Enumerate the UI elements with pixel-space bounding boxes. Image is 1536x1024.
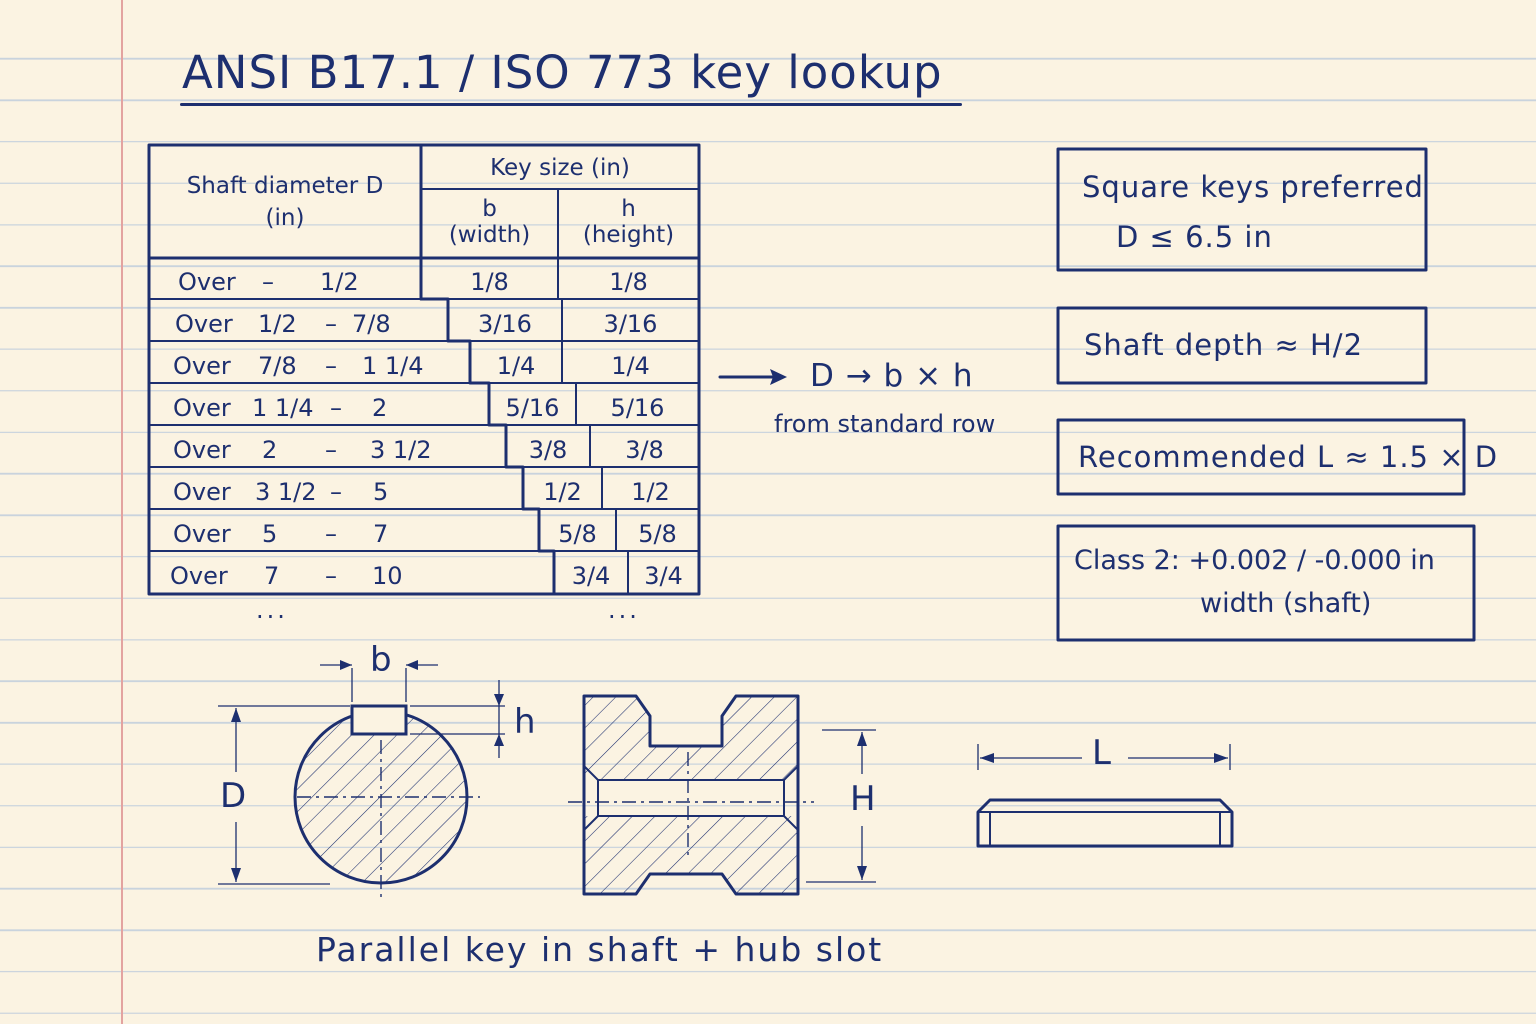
table-ellipsis-right: ... [608,596,640,624]
row-1-b: 1/8 [470,268,509,296]
col-h-sub: (height) [582,222,675,248]
shaft-diameter-header-line2: (in) [265,205,305,231]
row-7-dash: – [325,520,337,548]
label-h: h [514,702,536,742]
row-4-b: 5/16 [505,394,560,422]
col-h-header: h (height) [558,196,699,248]
note-box-square-keys [1056,147,1428,272]
row-8-b: 3/4 [571,562,611,590]
row-8-to: 10 [372,562,403,590]
row-3-to: 1 1/4 [362,352,424,380]
row-1-over: Over [178,268,236,296]
row-3-from: 7/8 [258,352,297,380]
row-4-from: 1 1/4 [252,394,314,422]
row-7-b: 5/8 [558,520,597,548]
title-underline [180,103,962,106]
page-title: ANSI B17.1 / ISO 773 key lookup [182,46,943,99]
row-8-over: Over [170,562,228,590]
note-shaft-depth: Shaft depth ≈ H/2 [1084,328,1364,362]
row-3-dash: – [325,352,337,380]
row-6-dash: – [330,478,342,506]
mapping-formula: D → b × h [810,358,974,394]
mapping-subtitle: from standard row [774,410,996,438]
row-6-to: 5 [373,478,389,506]
row-2-b: 3/16 [478,310,532,338]
row-1-to: 1/2 [320,268,359,296]
label-H: H [850,779,876,819]
label-D: D [220,776,247,816]
row-2-h: 3/16 [603,310,658,338]
note-box-class2 [1056,524,1476,642]
note-square-keys-line1: Square keys preferred [1082,170,1424,204]
row-3-over: Over [173,352,231,380]
hub-section [568,694,876,896]
margin-line [121,0,123,1024]
row-5-over: Over [173,436,231,464]
row-7-from: 5 [262,520,278,548]
shaft-section [218,660,505,900]
mapping-arrow [718,369,787,385]
sketch-caption: Parallel key in shaft + hub slot [316,930,884,969]
row-1-from: – [262,268,274,296]
shaft-diameter-header: Shaft diameter D (in) [160,170,410,234]
row-2-dash: – [325,310,337,338]
row-8-from: 7 [264,562,280,590]
key-size-header: Key size (in) [490,155,630,181]
note-square-keys-line2: D ≤ 6.5 in [1116,220,1273,254]
row-3-b: 1/4 [496,352,536,380]
note-class2-line2: width (shaft) [1200,588,1372,619]
note-box-shaft-depth [1056,306,1428,385]
key-table-grid [147,143,701,596]
col-b-header: b (width) [421,196,558,248]
row-4-h: 5/16 [610,394,665,422]
row-1-h: 1/8 [609,268,648,296]
row-5-h: 3/8 [625,436,664,464]
row-7-to: 7 [373,520,389,548]
note-box-recommended-length [1056,418,1466,496]
row-7-over: Over [173,520,231,548]
row-2-from: 1/2 [258,310,297,338]
row-4-over: Over [173,394,231,422]
row-8-h: 3/4 [644,562,683,590]
shaft-diameter-header-line1: Shaft diameter D [186,173,384,199]
row-6-h: 1/2 [631,478,670,506]
row-5-b: 3/8 [528,436,568,464]
row-2-to: 7/8 [352,310,391,338]
col-h-letter: h [621,196,636,222]
row-2-over: Over [175,310,233,338]
row-3-h: 1/4 [611,352,650,380]
row-6-b: 1/2 [543,478,582,506]
row-6-from: 3 1/2 [255,478,317,506]
row-7-h: 5/8 [638,520,677,548]
col-b-sub: (width) [448,222,531,248]
note-recommended-length: Recommended L ≈ 1.5 × D [1078,440,1499,474]
row-5-to: 3 1/2 [370,436,432,464]
col-b-letter: b [482,196,497,222]
row-5-from: 2 [262,436,278,464]
row-4-dash: – [330,394,342,422]
row-4-to: 2 [372,394,388,422]
parallel-key [976,744,1234,848]
label-L: L [1092,733,1111,773]
row-6-over: Over [173,478,231,506]
label-b: b [370,640,392,680]
note-class2-line1: Class 2: +0.002 / -0.000 in [1074,545,1435,576]
row-8-dash: – [325,562,337,590]
row-5-dash: – [325,436,337,464]
table-ellipsis-left: ... [256,596,288,624]
